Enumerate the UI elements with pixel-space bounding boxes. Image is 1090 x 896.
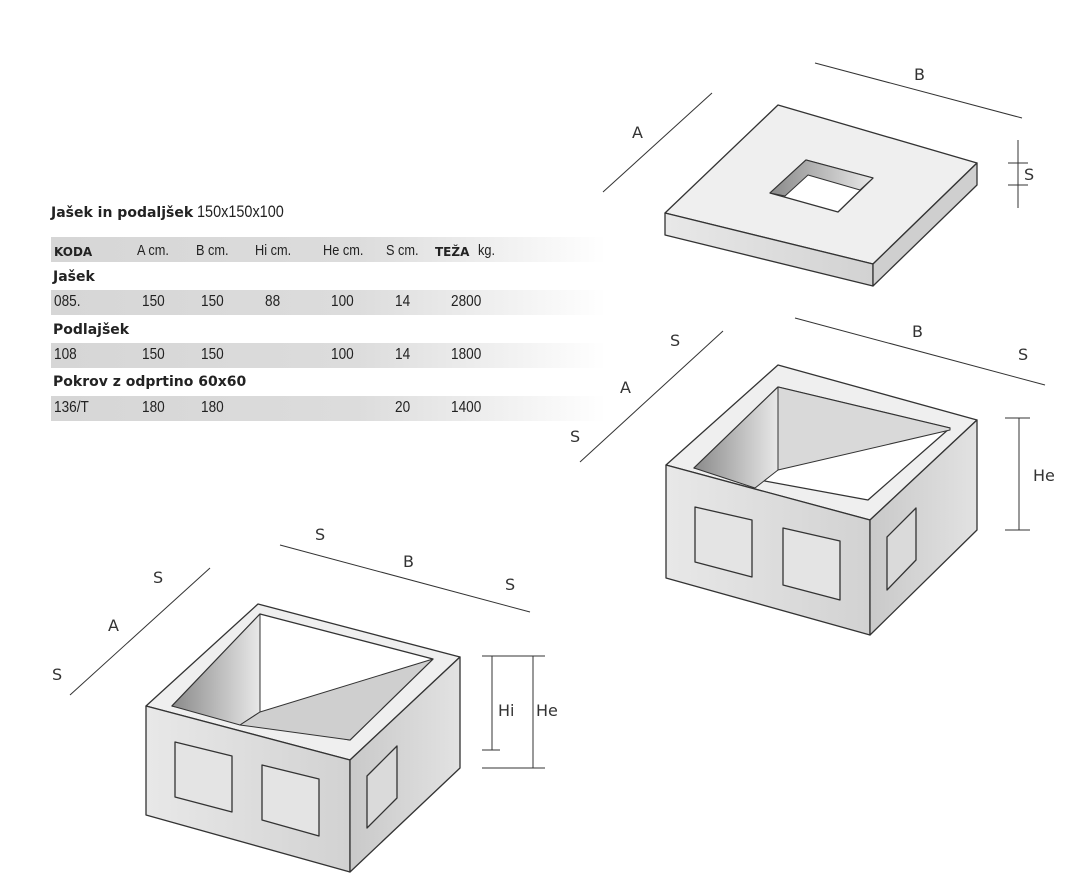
dim-label-he: He xyxy=(536,701,558,720)
dim-label-s: S xyxy=(570,427,580,446)
header-koda: KODA xyxy=(54,245,93,259)
dim-label-s: S xyxy=(670,331,680,350)
dim-label-s: S xyxy=(315,525,325,544)
cell-koda: 108 xyxy=(54,346,77,363)
cell-teza: 1400 xyxy=(451,399,482,416)
extension-box-drawing xyxy=(665,364,978,636)
title-dims: 150x150x100 xyxy=(197,202,284,221)
cell-s: 20 xyxy=(395,399,411,416)
cell-b: 180 xyxy=(201,399,224,416)
table-row: 085. 150 150 88 100 14 2800 xyxy=(51,290,606,315)
title-name: Jašek in podaljšek xyxy=(51,205,194,221)
dim-label-s: S xyxy=(505,575,515,594)
header-a: A cm. xyxy=(137,242,169,259)
section-title: Podlajšek xyxy=(53,322,130,338)
dim-label-hi: Hi xyxy=(498,701,514,720)
table-header: KODA A cm. B cm. Hi cm. He cm. S cm. TEŽ… xyxy=(51,237,606,262)
cell-a: 150 xyxy=(142,293,165,310)
dim-label-b: B xyxy=(912,322,923,341)
dim-label-b: B xyxy=(914,65,925,84)
dim-label-s: S xyxy=(153,568,163,587)
header-s: S cm. xyxy=(386,242,419,259)
cell-koda: 136/T xyxy=(54,399,89,416)
cell-teza: 1800 xyxy=(451,346,482,363)
dim-label-s: S xyxy=(1018,345,1028,364)
header-he: He cm. xyxy=(323,242,364,259)
section-title: Jašek xyxy=(53,269,95,285)
cell-teza: 2800 xyxy=(451,293,482,310)
shaft-box-drawing xyxy=(145,603,461,873)
cell-s: 14 xyxy=(395,293,411,310)
dim-label-s: S xyxy=(52,665,62,684)
table-row: 108 150 150 100 14 1800 xyxy=(51,343,606,368)
dim-label-he: He xyxy=(1033,466,1055,485)
dimension-lines xyxy=(69,62,1046,769)
table-row: 136/T 180 180 20 1400 xyxy=(51,396,606,421)
dim-label-a: A xyxy=(632,123,643,142)
cell-hi: 88 xyxy=(265,293,281,310)
dim-label-b: B xyxy=(403,552,414,571)
cell-a: 180 xyxy=(142,399,165,416)
cover-slab-drawing xyxy=(664,104,978,287)
header-teza: TEŽA xyxy=(435,245,470,259)
dim-label-a: A xyxy=(620,378,631,397)
cell-he: 100 xyxy=(331,346,354,363)
header-b: B cm. xyxy=(196,242,229,259)
section-title: Pokrov z odprtino 60x60 xyxy=(53,374,247,390)
header-kg: kg. xyxy=(478,242,496,259)
dim-label-s: S xyxy=(1024,165,1034,184)
dim-label-a: A xyxy=(108,616,119,635)
cell-a: 150 xyxy=(142,346,165,363)
cell-he: 100 xyxy=(331,293,354,310)
cell-b: 150 xyxy=(201,346,224,363)
cell-koda: 085. xyxy=(54,293,81,310)
header-hi: Hi cm. xyxy=(255,242,292,259)
cell-b: 150 xyxy=(201,293,224,310)
cell-s: 14 xyxy=(395,346,411,363)
